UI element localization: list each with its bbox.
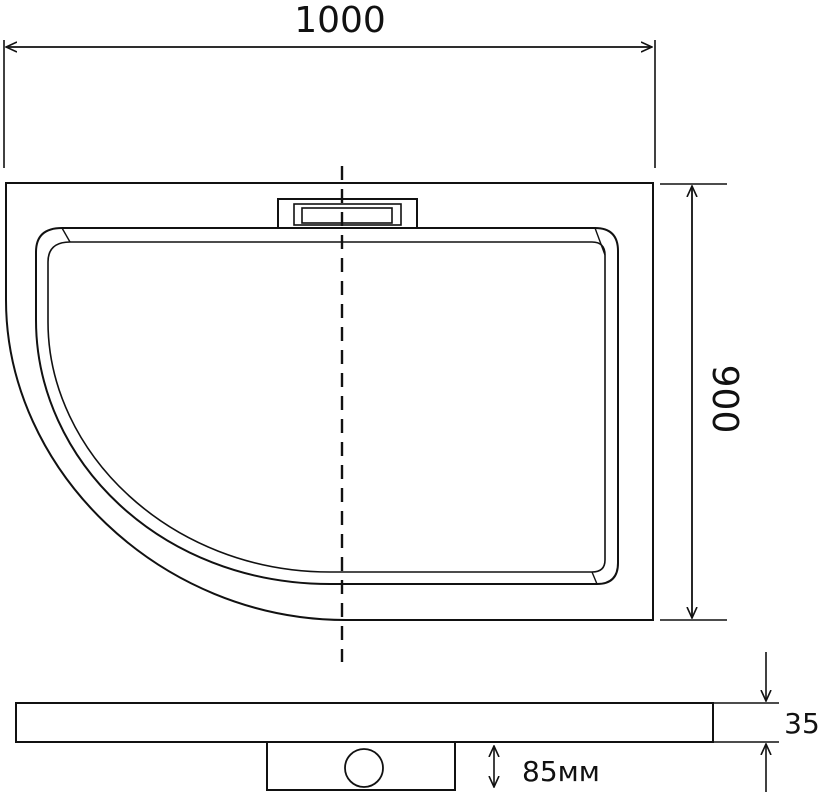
depth-dimension: 900 [660,183,745,621]
width-dimension: 1000 [3,0,656,168]
width-label: 1000 [294,0,386,41]
basin-outer-edge [35,227,619,585]
drain-circle [344,748,384,788]
corner-bevel-bottom-right [591,571,598,585]
drain-outer [277,198,418,229]
tray-side-profile [15,702,714,743]
drain-side-box [266,741,456,791]
side-view: 35 85мм [15,652,819,792]
top-view [5,166,654,662]
depth-label: 900 [704,365,745,434]
height-label: 35 [784,707,819,740]
tray-outer-outline [5,182,654,621]
basin-inner-edge [47,241,606,573]
drain-inner [301,207,393,224]
drain-height-label: 85мм [522,755,600,788]
drain-middle [293,203,402,226]
corner-bevel-top-left [61,227,71,243]
corner-bevel-top-right [594,227,606,256]
